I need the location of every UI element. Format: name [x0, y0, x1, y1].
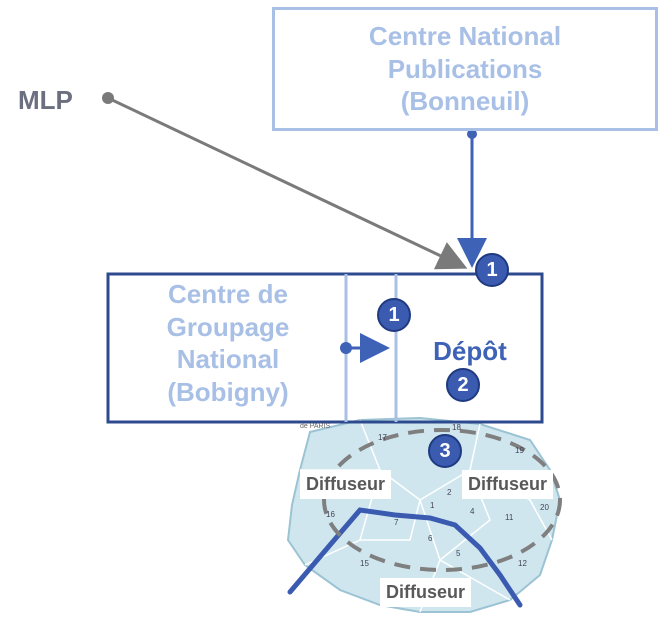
mlp-label: MLP	[18, 85, 73, 115]
depot-label: Dépôt	[433, 336, 507, 366]
diffuseur-label-right: Diffuseur	[462, 470, 554, 499]
map-caption: de PARIS	[300, 423, 331, 430]
arr-label: 4	[470, 507, 475, 516]
mlp-to-depot-arrow	[107, 96, 468, 270]
arr-label: 1	[430, 501, 435, 510]
paris-map	[286, 416, 562, 613]
arr-label: 16	[326, 510, 335, 519]
arr-label: 5	[456, 549, 461, 558]
arrondissement-numbers: 18 17 19 16 20 15 12 1 2 3 4 5 6 7 11	[326, 423, 549, 568]
centre-national-publications-box: Centre National Publications (Bonneuil)	[272, 7, 658, 131]
arr-label: 7	[394, 518, 399, 527]
cnp-line: Centre National	[368, 21, 562, 52]
arr-label: 11	[505, 513, 514, 522]
depot-group-box	[106, 272, 544, 424]
cgn-line: Centre de	[168, 279, 288, 309]
dashed-ring	[322, 428, 562, 572]
arr-label: 18	[452, 423, 461, 432]
centre-groupage-national-label: Centre de Groupage National (Bobigny)	[120, 278, 336, 408]
arr-label: 12	[518, 559, 527, 568]
cgn-line: (Bobigny)	[167, 376, 289, 407]
badge-step-3: 3	[428, 434, 462, 468]
arr-label: 17	[378, 433, 387, 442]
badge-step-1-top: 1	[475, 253, 509, 287]
mlp-arrow-start-dot	[102, 92, 114, 104]
badge-step-1-inner: 1	[377, 298, 411, 332]
diffuseur-label-bottom: Diffuseur	[380, 578, 472, 607]
cgn-arrow-start-dot	[340, 342, 352, 354]
arr-label: 20	[540, 503, 549, 512]
cnp-line: Publications	[387, 53, 543, 84]
arr-label: 19	[515, 446, 524, 455]
cnp-line: (Bonneuil)	[400, 86, 530, 117]
cnp-arrow-start-dot	[467, 129, 477, 139]
cgn-line: National	[176, 344, 280, 374]
cgn-line: Groupage	[166, 311, 290, 342]
diffuseur-label-left: Diffuseur	[300, 470, 392, 499]
arr-label: 6	[428, 534, 433, 543]
badge-step-2: 2	[446, 368, 480, 402]
arr-label: 15	[360, 559, 369, 568]
arr-label: 2	[447, 488, 452, 497]
